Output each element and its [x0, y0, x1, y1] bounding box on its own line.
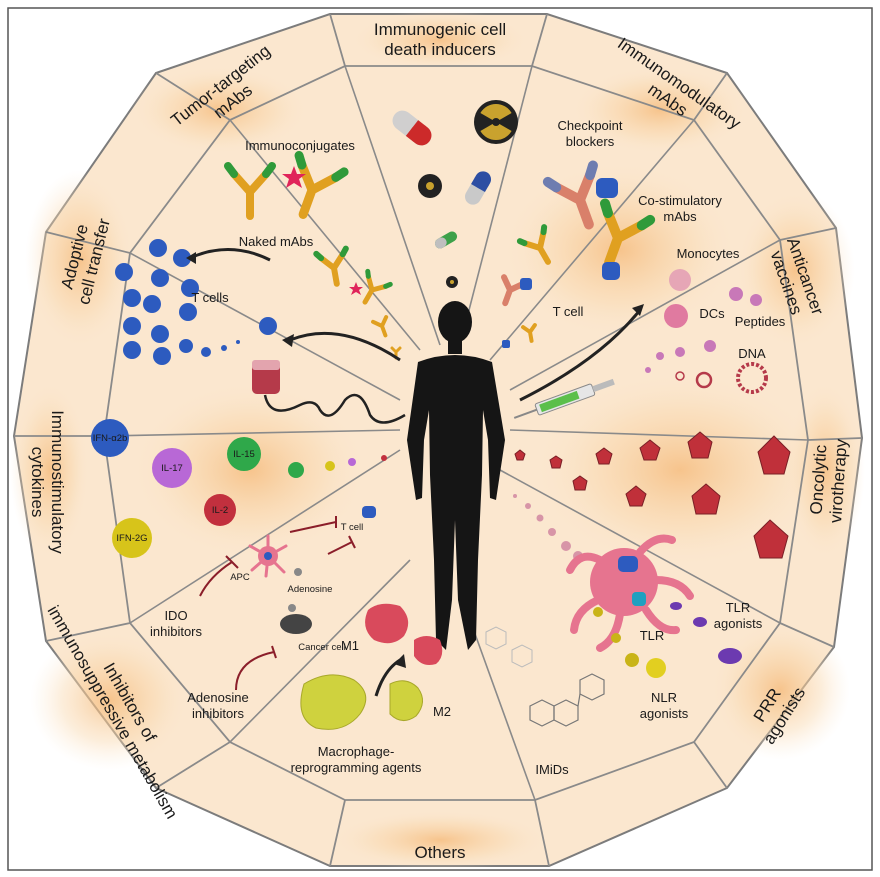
label-ido-1: IDO — [164, 608, 187, 623]
label-t-cell-small: T cell — [341, 522, 364, 533]
label-tlr: TLR — [640, 628, 665, 643]
label-tlr-agonists-2: agonists — [714, 616, 763, 631]
receptor-icon-2 — [602, 262, 620, 280]
t-cell — [151, 269, 169, 287]
label-cytokines-1: Immunostimulatory — [48, 410, 67, 554]
cancer-cell-icon — [280, 614, 312, 634]
label-peptides: Peptides — [735, 314, 786, 329]
dendritic-cell-icon — [664, 304, 688, 328]
t-cell — [123, 341, 141, 359]
label-m1: M1 — [341, 638, 359, 653]
label-adenosine-inhibitors-2: inhibitors — [192, 706, 245, 721]
label-icd-1: Immunogenic cell — [374, 20, 506, 39]
label-cytokine-ifn-2g: IFN-2G — [116, 533, 147, 544]
label-costimulatory-1: Co-stimulatory — [638, 193, 722, 208]
label-apc: APC — [230, 572, 250, 583]
t-cell — [123, 289, 141, 307]
label-cancer-cell: Cancer cell — [298, 642, 346, 653]
label-monocytes: Monocytes — [677, 246, 740, 261]
t-cell — [149, 239, 167, 257]
t-cell — [201, 347, 211, 357]
label-macrophage-1: Macrophage- — [318, 744, 395, 759]
receptor-tiny-icon — [502, 340, 510, 348]
cytokine-dot — [348, 458, 356, 466]
t-cell — [221, 345, 227, 351]
label-cytokine-il2: IL-2 — [212, 505, 228, 516]
label-nlr-agonists-2: agonists — [640, 706, 689, 721]
label-costimulatory-2: mAbs — [663, 209, 697, 224]
label-cytokines-2: cytokines — [28, 447, 47, 518]
t-cell — [115, 263, 133, 281]
cytokine-dot — [288, 462, 304, 478]
label-m2: M2 — [433, 704, 451, 719]
tlr-agonist-icon — [670, 602, 682, 610]
tlr-agonist-icon — [693, 617, 707, 627]
monocyte-icon — [669, 269, 691, 291]
nlr-agonist-icon — [611, 633, 621, 643]
nlr-agonist-icon — [625, 653, 639, 667]
adenosine-dot — [288, 604, 296, 612]
cytokine-dot — [381, 455, 387, 461]
label-checkpoint-2: blockers — [566, 134, 615, 149]
receptor-icon — [596, 178, 618, 198]
t-cell — [151, 325, 169, 343]
label-checkpoint-1: Checkpoint — [557, 118, 622, 133]
t-cell-small-icon — [362, 506, 376, 518]
label-adenosine: Adenosine — [288, 584, 333, 595]
adenosine-dot — [294, 568, 302, 576]
label-t-cell-right: T cell — [553, 304, 584, 319]
macrophage-m1-icon — [365, 604, 408, 643]
label-macrophage-2: reprogramming agents — [291, 760, 422, 775]
label-imids: IMiDs — [535, 762, 569, 777]
label-dcs: DCs — [699, 306, 725, 321]
nlr-agonist-large-icon — [646, 658, 666, 678]
label-icd-2: death inducers — [384, 40, 496, 59]
label-nlr-agonists-1: NLR — [651, 690, 677, 705]
label-tlr-agonists-1: TLR — [726, 600, 751, 615]
t-cell — [123, 317, 141, 335]
label-t-cells-left: T cells — [191, 290, 229, 305]
label-cytokine-il17: IL-17 — [161, 463, 183, 474]
label-adenosine-inhibitors-1: Adenosine — [187, 690, 248, 705]
t-cell — [179, 303, 197, 321]
t-cell — [236, 340, 240, 344]
t-cell — [259, 317, 277, 335]
label-cytokine-ifn-a2b: IFN-α2b — [93, 433, 128, 444]
receptor-small-icon — [520, 278, 532, 290]
tlr-agonist-large-icon — [718, 648, 742, 664]
label-others: Others — [414, 843, 465, 862]
infusion-bag-icon — [252, 360, 280, 394]
t-cell — [153, 347, 171, 365]
label-naked-mabs: Naked mAbs — [239, 234, 314, 249]
label-cytokine-il15: IL-15 — [233, 449, 255, 460]
label-oncolytic: Oncolytic virotherapy — [806, 437, 851, 524]
t-cell — [179, 339, 193, 353]
label-immunoconjugates: Immunoconjugates — [245, 138, 355, 153]
t-cell — [143, 295, 161, 313]
macrophage-m1-small-icon — [414, 636, 442, 665]
cytokine-dot — [325, 461, 335, 471]
nlr-agonist-icon — [593, 607, 603, 617]
label-dna: DNA — [738, 346, 766, 361]
label-ido-2: inhibitors — [150, 624, 203, 639]
